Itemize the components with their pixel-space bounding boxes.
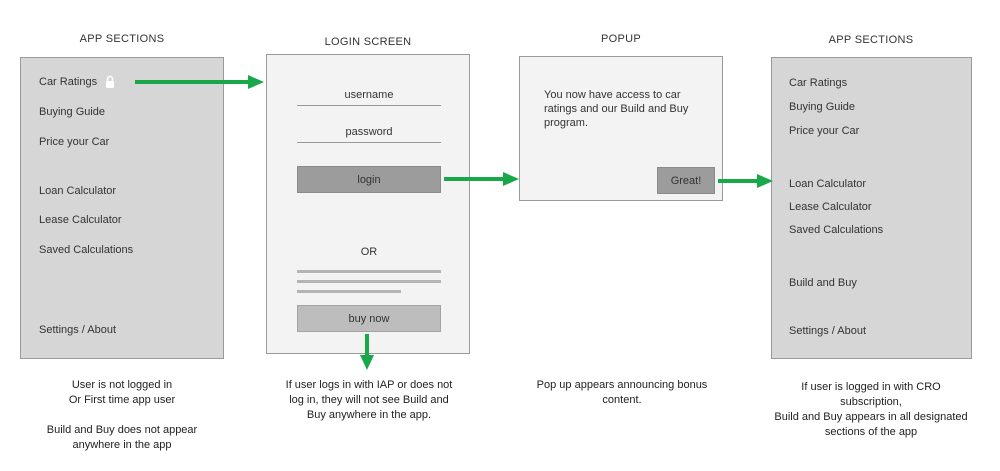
app-sections-panel-left: Car Ratings Buying Guide Price your Car …: [20, 57, 224, 359]
menu-item-loan-calculator[interactable]: Loan Calculator: [789, 178, 867, 190]
caption-right-line: If user is logged in with CRO subscripti…: [801, 381, 941, 408]
password-underline: [297, 142, 441, 143]
caption-login: If user logs in with IAP or does not log…: [285, 379, 453, 421]
heading-app-sections-right: APP SECTIONS: [828, 34, 914, 46]
password-field[interactable]: password: [345, 126, 393, 138]
great-button-label: Great!: [670, 174, 702, 187]
menu-item-saved-calculations[interactable]: Saved Calculations: [39, 244, 134, 256]
username-field[interactable]: username: [344, 89, 394, 101]
menu-item-loan-calculator[interactable]: Loan Calculator: [39, 185, 117, 197]
menu-item-price-your-car[interactable]: Price your Car: [39, 136, 110, 148]
buy-now-button[interactable]: buy now: [297, 305, 441, 332]
placeholder-text-line: [297, 270, 441, 273]
caption-left-line: Build and Buy does not appear: [46, 424, 198, 436]
menu-item-settings-about[interactable]: Settings / About: [789, 325, 867, 337]
menu-item-car-ratings[interactable]: Car Ratings: [789, 77, 848, 89]
popup-message: You now have access to car ratings and o…: [544, 89, 689, 129]
menu-item-settings-about[interactable]: Settings / About: [39, 324, 117, 336]
login-button[interactable]: login: [297, 166, 441, 193]
arrow-left-to-login-head: [248, 75, 264, 89]
popup-dialog: You now have access to car ratings and o…: [519, 56, 723, 201]
menu-item-build-and-buy[interactable]: Build and Buy: [789, 277, 857, 289]
caption-left-line: User is not logged in: [71, 379, 173, 391]
menu-item-lease-calculator[interactable]: Lease Calculator: [39, 214, 122, 226]
caption-left: User is not logged in Or First time app …: [20, 378, 224, 453]
menu-item-saved-calculations[interactable]: Saved Calculations: [789, 224, 884, 236]
arrow-buy-now-down-head: [360, 355, 374, 370]
login-screen-panel: username password login OR buy now: [266, 54, 470, 354]
caption-right: If user is logged in with CRO subscripti…: [766, 380, 976, 440]
buy-now-button-label: buy now: [348, 312, 390, 325]
caption-left-line: anywhere in the app: [72, 439, 172, 451]
heading-app-sections-left: APP SECTIONS: [79, 33, 165, 45]
login-button-label: login: [357, 173, 381, 186]
menu-item-lease-calculator[interactable]: Lease Calculator: [789, 201, 872, 213]
placeholder-text-line: [297, 280, 441, 283]
caption-popup: Pop up appears announcing bonus content.: [536, 379, 708, 406]
lock-icon: [105, 75, 115, 89]
menu-item-price-your-car[interactable]: Price your Car: [789, 125, 860, 137]
arrow-popup-to-right-head: [757, 174, 773, 188]
menu-item-car-ratings[interactable]: Car Ratings: [39, 76, 98, 88]
great-button[interactable]: Great!: [657, 167, 715, 194]
heading-popup: POPUP: [600, 33, 641, 45]
placeholder-text-line: [297, 290, 401, 293]
heading-login-screen: LOGIN SCREEN: [324, 36, 412, 48]
or-divider-label: OR: [360, 246, 378, 258]
menu-item-buying-guide[interactable]: Buying Guide: [39, 106, 106, 118]
menu-item-buying-guide[interactable]: Buying Guide: [789, 101, 856, 113]
arrow-login-to-popup-head: [503, 172, 519, 186]
username-underline: [297, 105, 441, 106]
caption-left-line: Or First time app user: [68, 394, 176, 406]
caption-right-line: Build and Buy appears in all designated …: [774, 411, 968, 438]
app-sections-panel-right: Car Ratings Buying Guide Price your Car …: [771, 57, 972, 359]
